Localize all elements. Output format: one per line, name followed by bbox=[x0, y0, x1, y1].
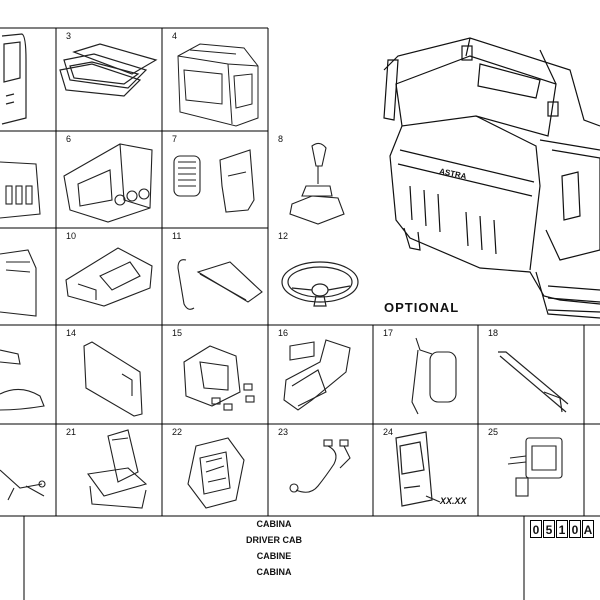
cab-door-drawing bbox=[395, 431, 441, 507]
pedal-box-drawing bbox=[183, 345, 255, 411]
wiper-drawing bbox=[498, 351, 569, 413]
part-number: 10 bbox=[66, 231, 77, 241]
part-number: 8 bbox=[278, 134, 284, 144]
title-line: CABINA bbox=[256, 519, 292, 529]
part-number: 6 bbox=[66, 134, 72, 144]
windshield-drawing bbox=[59, 43, 158, 97]
part-number: 25 bbox=[488, 427, 499, 437]
truck-brand-text: ASTRA bbox=[438, 167, 467, 182]
cab-frame-drawing bbox=[177, 43, 259, 127]
dashboard-panel-drawing bbox=[63, 143, 153, 223]
console-part-drawing bbox=[0, 249, 37, 317]
handle-plate-drawing bbox=[177, 259, 263, 310]
part-number: 12 bbox=[278, 231, 289, 241]
part-number: 7 bbox=[172, 134, 178, 144]
title-line: CABINE bbox=[256, 551, 292, 561]
part-number: 24 bbox=[383, 427, 394, 437]
vent-trim-drawing bbox=[173, 149, 255, 213]
door-panel-drawing bbox=[1, 33, 27, 125]
code-digit: 5 bbox=[543, 520, 555, 538]
part-number: 22 bbox=[172, 427, 183, 437]
heater-box-drawing bbox=[187, 437, 245, 509]
gear-lever-drawing bbox=[289, 142, 345, 225]
part-number: 3 bbox=[66, 31, 72, 41]
code-digit: 0 bbox=[530, 520, 542, 538]
part-number: 11 bbox=[172, 231, 182, 241]
panel-part-drawing bbox=[0, 161, 41, 219]
seat-frame-drawing bbox=[283, 339, 351, 411]
part-number: 4 bbox=[172, 31, 178, 41]
part-number: 15 bbox=[172, 328, 183, 338]
valve-drawing bbox=[507, 437, 563, 497]
mirror-drawing bbox=[411, 337, 457, 415]
door-code-label: XX.XX bbox=[440, 496, 467, 506]
code-digit: 1 bbox=[556, 520, 568, 538]
part-number: 16 bbox=[278, 328, 289, 338]
steering-wheel-drawing bbox=[281, 261, 359, 307]
cover-panel-drawing bbox=[83, 341, 143, 417]
linkage-part-drawing bbox=[0, 469, 46, 501]
wiring-harness-drawing bbox=[289, 439, 351, 493]
title-line: CABINA bbox=[256, 567, 292, 577]
driver-seat-drawing bbox=[87, 429, 148, 509]
optional-label: OPTIONAL bbox=[384, 300, 460, 315]
part-number: 17 bbox=[383, 328, 394, 338]
title-block: CABINA DRIVER CAB CABINE CABINA bbox=[24, 516, 524, 580]
part-number: 23 bbox=[278, 427, 289, 437]
code-digit: A bbox=[582, 520, 594, 538]
title-line: DRIVER CAB bbox=[245, 535, 302, 545]
floor-pan-drawing bbox=[65, 247, 153, 307]
part-number: 21 bbox=[66, 427, 77, 437]
truck-cab-drawing bbox=[383, 37, 600, 319]
pedal-part-drawing bbox=[0, 349, 45, 411]
part-number: 14 bbox=[66, 328, 77, 338]
part-number: 18 bbox=[488, 328, 499, 338]
code-digit: 0 bbox=[569, 520, 581, 538]
